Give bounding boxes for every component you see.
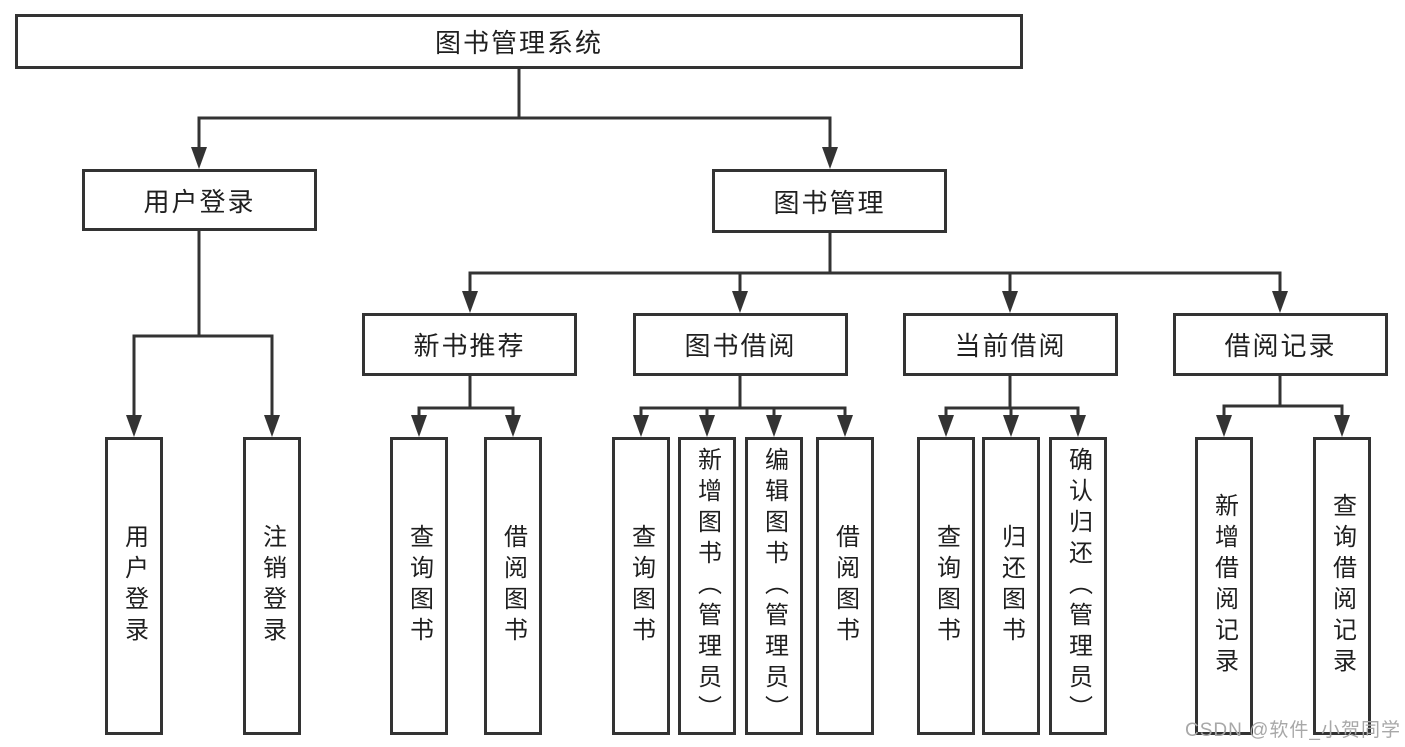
node-label: 图书借阅	[684, 331, 797, 361]
leaf-label: 编辑图书（管理员）	[760, 446, 788, 726]
node-book-management: 图书管理	[712, 169, 947, 233]
leaf-query-books-borrowing: 查询图书	[612, 437, 670, 735]
leaf-query-books-current: 查询图书	[917, 437, 975, 735]
leaf-edit-book-admin: 编辑图书（管理员）	[745, 437, 803, 735]
node-label: 借阅记录	[1224, 331, 1337, 361]
node-user-login: 用户登录	[82, 169, 317, 231]
leaf-label: 注销登录	[258, 524, 286, 648]
leaf-borrow-books-borrowing: 借阅图书	[816, 437, 874, 735]
leaf-return-books: 归还图书	[982, 437, 1040, 735]
node-borrowing-records: 借阅记录	[1173, 313, 1388, 376]
leaf-user-login: 用户登录	[105, 437, 163, 735]
leaf-label: 归还图书	[997, 524, 1025, 648]
leaf-label: 查询借阅记录	[1328, 493, 1356, 679]
leaf-query-borrow-record: 查询借阅记录	[1313, 437, 1371, 735]
arrowheads	[126, 147, 1350, 437]
node-book-borrowing: 图书借阅	[633, 313, 848, 376]
leaf-label: 查询图书	[405, 524, 433, 648]
node-label: 新书推荐	[413, 331, 526, 361]
leaf-confirm-return-admin: 确认归还（管理员）	[1049, 437, 1107, 735]
node-label: 用户登录	[143, 186, 256, 217]
leaf-label: 用户登录	[120, 524, 148, 648]
node-label: 图书管理	[773, 187, 886, 218]
leaf-label: 查询图书	[627, 524, 655, 648]
node-root-system: 图书管理系统	[15, 14, 1023, 69]
leaf-label: 借阅图书	[831, 524, 859, 648]
leaf-query-books-recommend: 查询图书	[390, 437, 448, 735]
leaf-label: 查询图书	[932, 524, 960, 648]
leaf-label: 新增图书（管理员）	[693, 446, 721, 726]
leaf-add-book-admin: 新增图书（管理员）	[678, 437, 736, 735]
leaf-logout: 注销登录	[243, 437, 301, 735]
csdn-watermark: CSDN @软件_小贺同学	[1185, 720, 1401, 741]
node-new-book-recommend: 新书推荐	[362, 313, 577, 376]
node-current-borrowing: 当前借阅	[903, 313, 1118, 376]
node-label: 图书管理系统	[434, 28, 603, 58]
leaf-add-borrow-record: 新增借阅记录	[1195, 437, 1253, 735]
leaf-label: 借阅图书	[499, 524, 527, 648]
leaf-borrow-books-recommend: 借阅图书	[484, 437, 542, 735]
leaf-label: 新增借阅记录	[1210, 493, 1238, 679]
leaf-label: 确认归还（管理员）	[1064, 446, 1092, 726]
node-label: 当前借阅	[954, 331, 1067, 361]
